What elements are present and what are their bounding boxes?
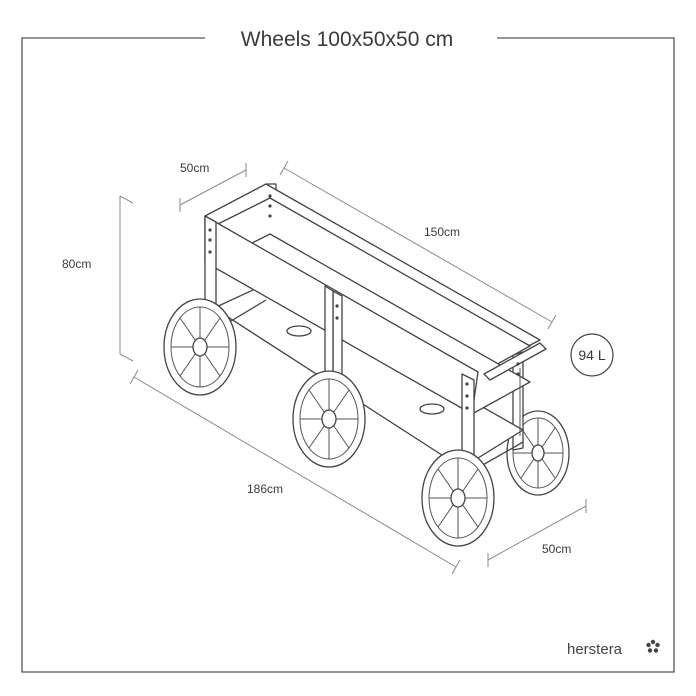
handle-bar <box>483 342 547 436</box>
total-length-label: 186cm <box>247 482 283 496</box>
brand-logo: herstera <box>567 639 660 658</box>
volume-badge: 94 L <box>570 333 614 377</box>
outer-frame <box>21 37 675 673</box>
length-top-label: 150cm <box>424 225 460 239</box>
bolts <box>208 194 520 410</box>
shelf-hole-1 <box>286 325 312 337</box>
flower-logo-icon <box>646 639 660 653</box>
wheel-middle <box>292 370 366 468</box>
wheel-front-left <box>163 298 237 396</box>
height-label: 80cm <box>62 257 91 271</box>
planter-cart-illustration <box>163 183 570 547</box>
depth-top-label: 50cm <box>180 161 209 175</box>
page-title: Wheels 100x50x50 cm <box>241 28 453 51</box>
depth-bottom-label: 50cm <box>542 542 571 556</box>
volume-badge-text: 94 L <box>578 347 605 363</box>
wheel-front-right <box>421 449 495 547</box>
shelf-hole-2 <box>419 403 445 415</box>
dimension-lines <box>119 160 587 575</box>
brand-name: herstera <box>567 641 623 658</box>
